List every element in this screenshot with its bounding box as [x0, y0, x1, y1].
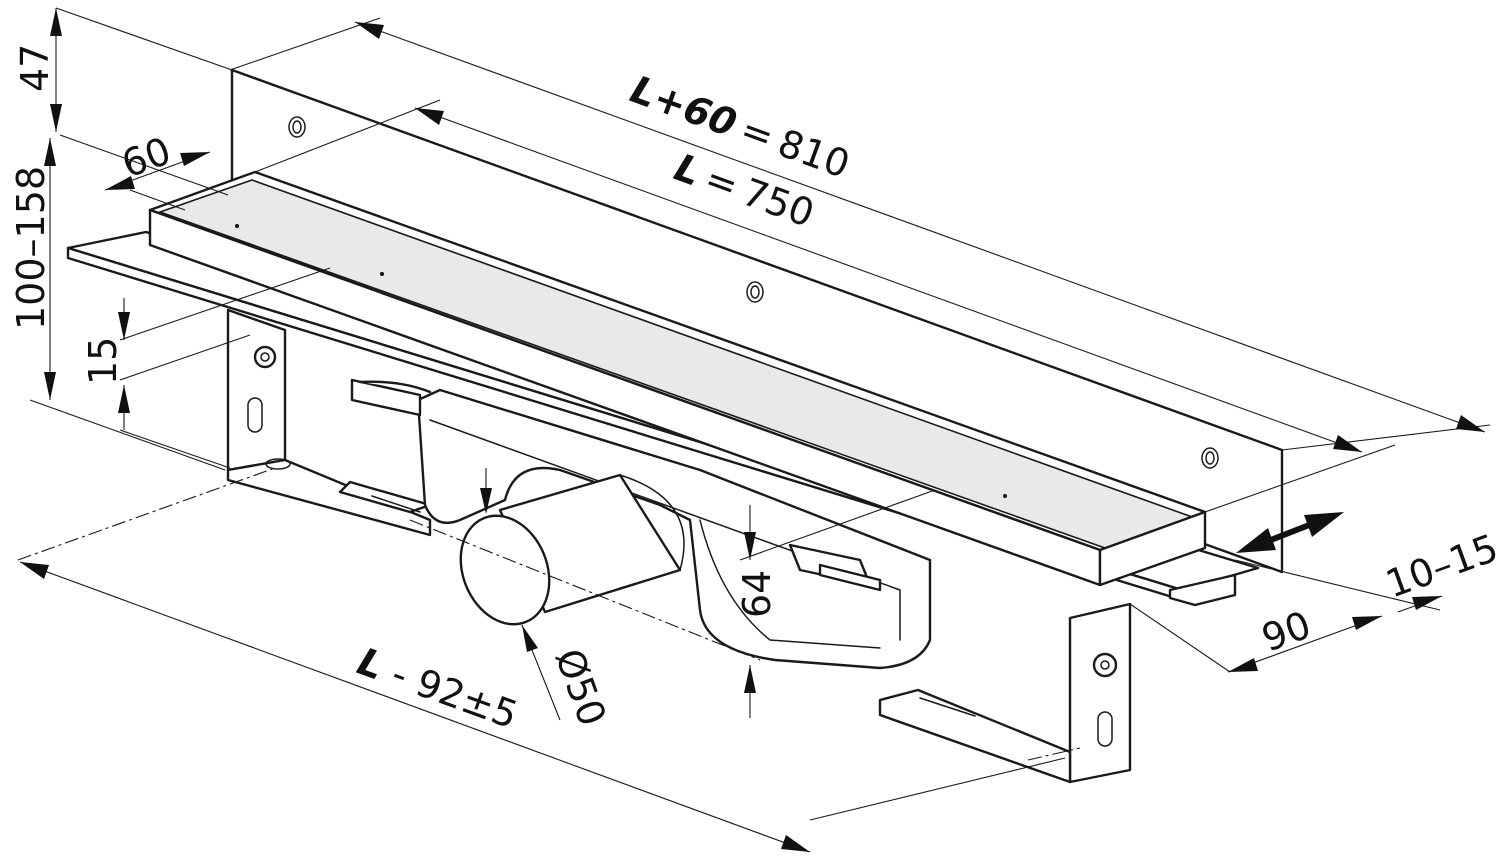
dim-line-adjustment: [1397, 595, 1443, 613]
extension-lines: [29, 7, 1491, 821]
dim-line-47: [50, 8, 62, 132]
bolt-icon: [253, 345, 277, 369]
bolt-icon: [1092, 652, 1118, 678]
left-bracket: [226, 308, 432, 537]
mounting-hole: [1201, 447, 1219, 469]
label-adjustment: 10–15: [1380, 526, 1504, 607]
label-channel-width: 60: [116, 129, 176, 187]
center-lines: [17, 467, 1081, 761]
dim-line-60: [104, 151, 211, 191]
clip: [1168, 573, 1237, 607]
side-tab: [350, 378, 422, 417]
label-frame-depth: 15: [81, 337, 125, 385]
mounting-hole: [288, 116, 306, 138]
label-depth-90: 90: [1256, 603, 1316, 661]
label-outlet-spacing: L - 92±5: [352, 639, 523, 737]
right-bracket: [878, 573, 1237, 784]
outlet-opening: [459, 514, 551, 626]
label-upstand-height: 47: [13, 44, 57, 92]
label-outlet-height: 64: [735, 570, 779, 618]
label-outlet-diameter: Ø50: [547, 643, 615, 732]
drain-channel: [148, 170, 1207, 587]
dim-line-diameter: [480, 468, 561, 721]
adjust-double-arrow-icon: [1236, 512, 1344, 553]
dim-line-height-range: [44, 138, 56, 400]
dim-line-15: [118, 298, 130, 430]
dim-line-outlet-spacing: [19, 561, 811, 853]
dim-line-overall-length: [354, 21, 1486, 433]
dim-line-channel-length: [414, 107, 1363, 453]
dim-line-64: [744, 505, 756, 718]
dim-line-90: [1227, 615, 1383, 673]
outlet-pipe: [459, 473, 685, 626]
label-height-range: 100–158: [9, 166, 53, 330]
mounting-hole: [746, 281, 764, 303]
